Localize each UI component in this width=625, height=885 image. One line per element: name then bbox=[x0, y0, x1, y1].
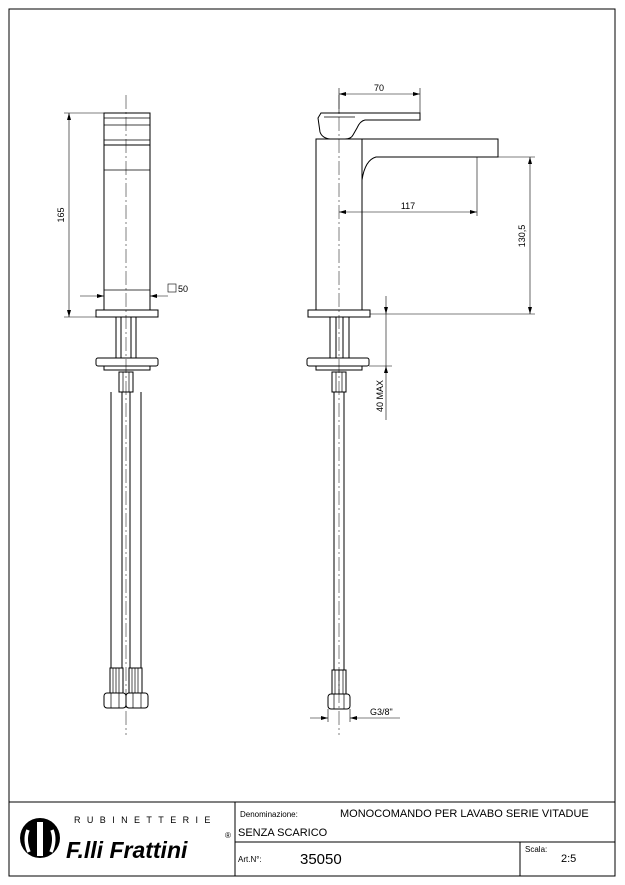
brand-tagline: RUBINETTERIE bbox=[74, 815, 217, 825]
description-line1: MONOCOMANDO PER LAVABO SERIE VITADUE bbox=[340, 808, 589, 820]
drawing-frame bbox=[8, 8, 616, 877]
dim-g3-8-label: G3/8" bbox=[370, 707, 393, 717]
side-view bbox=[306, 88, 535, 735]
dim-165-label: 165 bbox=[56, 207, 66, 222]
art-label: Art.N°: bbox=[238, 855, 262, 864]
title-block bbox=[8, 801, 616, 877]
registered-mark: ® bbox=[225, 831, 231, 840]
dim-117-label: 117 bbox=[401, 201, 415, 211]
frattini-logo-icon bbox=[20, 818, 60, 858]
dim-70-label: 70 bbox=[374, 83, 384, 93]
art-number: 35050 bbox=[300, 851, 342, 868]
front-view bbox=[64, 95, 177, 735]
scala-label: Scala: bbox=[525, 845, 547, 854]
dim-40-max-label: 40 MAX bbox=[375, 380, 385, 412]
brand-name: F.lli Frattini bbox=[66, 837, 188, 863]
dim-130-5-label: 130,5 bbox=[517, 225, 527, 248]
denominazione-label: Denominazione: bbox=[240, 810, 298, 819]
description-line2: SENZA SCARICO bbox=[238, 827, 328, 839]
dim-50-label: 50 bbox=[178, 284, 188, 294]
scale-value: 2:5 bbox=[561, 853, 576, 865]
